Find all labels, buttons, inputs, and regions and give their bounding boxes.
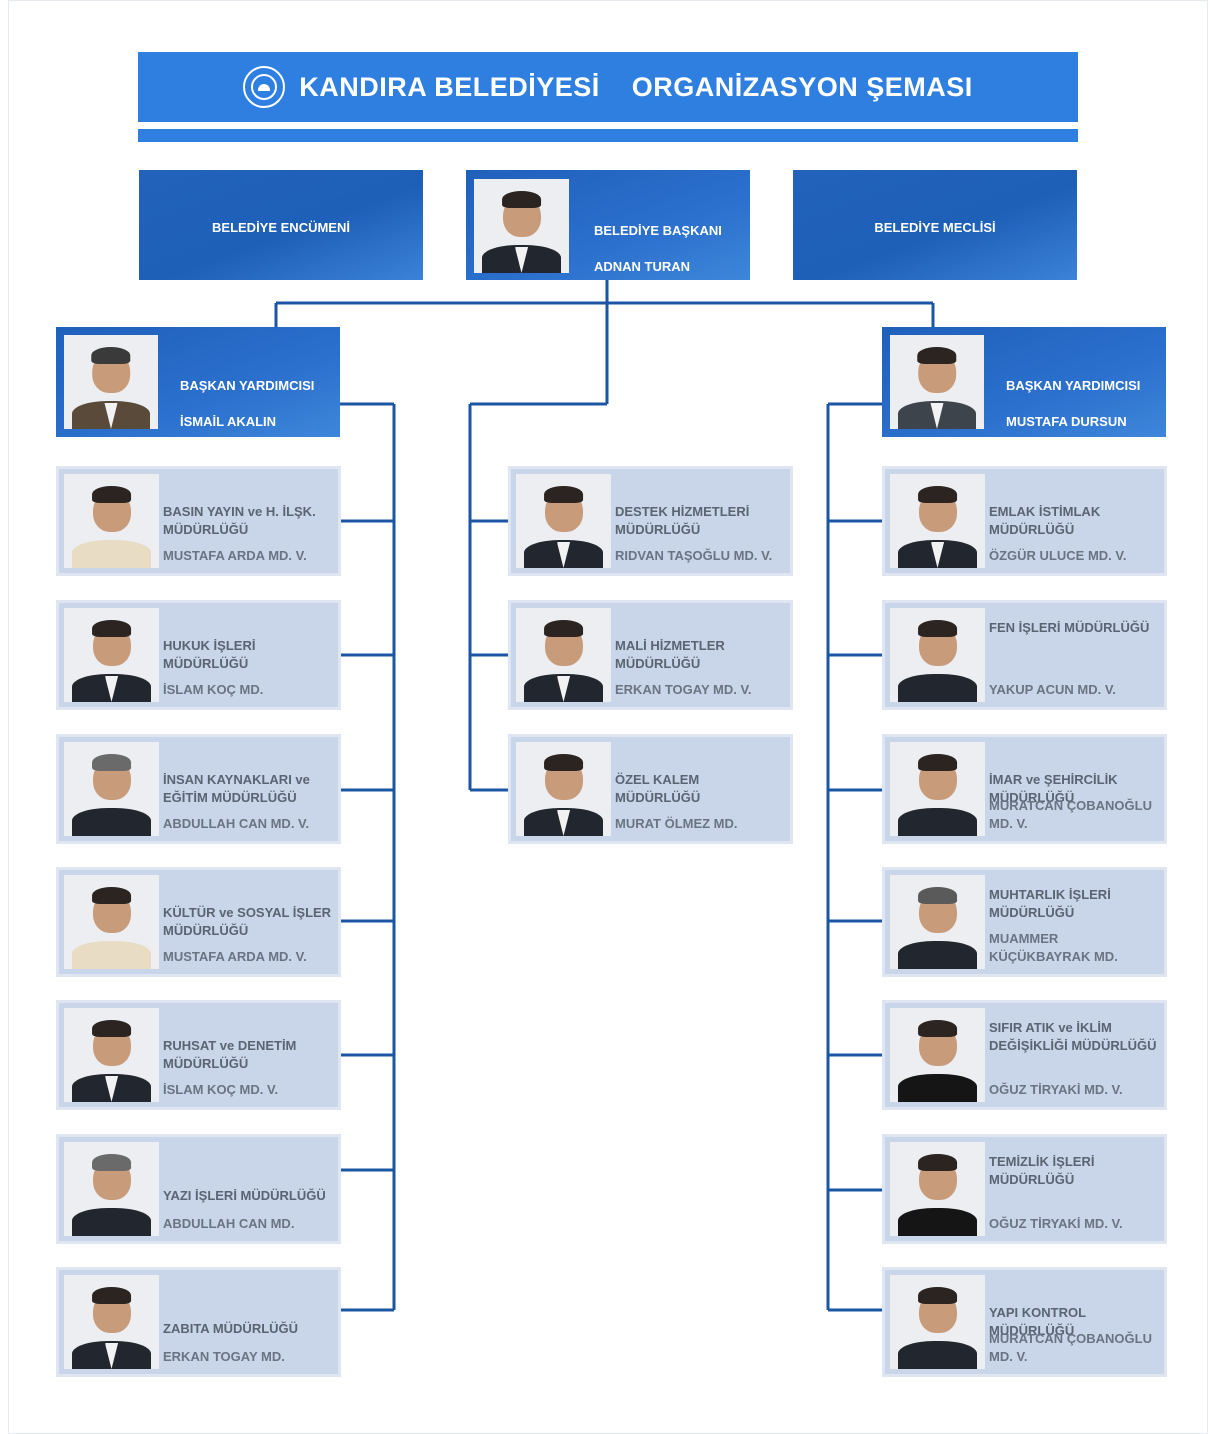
meclis-box: BELEDİYE MECLİSİ: [793, 170, 1077, 280]
manager-photo: [64, 474, 159, 568]
unit-name: SIFIR ATIK ve İKLİM DEĞİŞİKLİĞİ MÜDÜRLÜĞ…: [989, 1020, 1157, 1053]
unit-manager: RIDVAN TAŞOĞLU MD. V.: [615, 548, 773, 563]
manager-photo: [64, 742, 159, 836]
manager-photo: [516, 474, 611, 568]
header-underline: [138, 129, 1078, 142]
unit-name: MALİ HİZMETLER MÜDÜRLÜĞÜ: [615, 638, 725, 671]
unit-card-basin-yayin: BASIN YAYIN ve H. İLŞK. MÜDÜRLÜĞÜ MUSTAF…: [56, 466, 341, 576]
encumen-box: BELEDİYE ENCÜMENİ: [139, 170, 423, 280]
unit-manager: YAKUP ACUN MD. V.: [989, 682, 1116, 697]
unit-manager: ÖZGÜR ULUCE MD. V.: [989, 548, 1127, 563]
unit-card-ozel-kalem: ÖZEL KALEM MÜDÜRLÜĞÜ MURAT ÖLMEZ MD.: [508, 734, 793, 844]
unit-card-mali-hizmetler: MALİ HİZMETLER MÜDÜRLÜĞÜ ERKAN TOGAY MD.…: [508, 600, 793, 710]
unit-name: ZABITA MÜDÜRLÜĞÜ: [163, 1321, 299, 1336]
unit-name: KÜLTÜR ve SOSYAL İŞLER MÜDÜRLÜĞÜ: [163, 905, 332, 938]
manager-photo: [890, 1275, 985, 1369]
manager-photo: [890, 875, 985, 969]
unit-card-insan-kaynaklari: İNSAN KAYNAKLARI ve EĞİTİM MÜDÜRLÜĞÜ ABD…: [56, 734, 341, 844]
mayor-name: ADNAN TURAN: [594, 259, 691, 274]
unit-card-ruhsat-denetim: RUHSAT ve DENETİM MÜDÜRLÜĞÜ İSLAM KOÇ MD…: [56, 1000, 341, 1110]
unit-manager: MURATCAN ÇOBANOĞLU MD. V.: [989, 1331, 1152, 1364]
deputy-right-box: BAŞKAN YARDIMCISI MUSTAFA DURSUN: [882, 327, 1166, 437]
mayor-box: BELEDİYE BAŞKANI ADNAN TURAN: [466, 170, 750, 280]
unit-card-destek-hizmetleri: DESTEK HİZMETLERİ MÜDÜRLÜĞÜ RIDVAN TAŞOĞ…: [508, 466, 793, 576]
unit-manager: ERKAN TOGAY MD. V.: [615, 682, 752, 697]
unit-name: RUHSAT ve DENETİM MÜDÜRLÜĞÜ: [163, 1038, 297, 1071]
unit-card-muhtarlik-isleri: MUHTARLIK İŞLERİ MÜDÜRLÜĞÜ MUAMMER KÜÇÜK…: [882, 867, 1167, 977]
header-title-right: ORGANİZASYON ŞEMASI: [631, 71, 973, 102]
mayor-title: BELEDİYE BAŞKANI: [594, 223, 722, 238]
unit-manager: MUSTAFA ARDA MD. V.: [163, 548, 307, 563]
unit-name: BASIN YAYIN ve H. İLŞK. MÜDÜRLÜĞÜ: [163, 504, 316, 537]
unit-manager: MURATCAN ÇOBANOĞLU MD. V.: [989, 798, 1152, 831]
manager-photo: [890, 1142, 985, 1236]
unit-name: ÖZEL KALEM MÜDÜRLÜĞÜ: [615, 772, 701, 805]
manager-photo: [890, 742, 985, 836]
unit-card-fen-isleri: FEN İŞLERİ MÜDÜRLÜĞÜ YAKUP ACUN MD. V.: [882, 600, 1167, 710]
unit-manager: İSLAM KOÇ MD.: [163, 682, 264, 697]
unit-name: MUHTARLIK İŞLERİ MÜDÜRLÜĞÜ: [989, 887, 1111, 920]
mayor-photo: [474, 179, 569, 273]
unit-manager: İSLAM KOÇ MD. V.: [163, 1082, 279, 1097]
deputy-left-box: BAŞKAN YARDIMCISI İSMAİL AKALIN: [56, 327, 340, 437]
manager-photo: [516, 742, 611, 836]
deputy-right-photo: [890, 335, 984, 429]
unit-name: YAZI İŞLERİ MÜDÜRLÜĞÜ: [163, 1188, 326, 1203]
manager-photo: [64, 608, 159, 702]
unit-card-kultur-sosyal: KÜLTÜR ve SOSYAL İŞLER MÜDÜRLÜĞÜ MUSTAFA…: [56, 867, 341, 977]
unit-card-yapi-kontrol: YAPI KONTROL MÜDÜRLÜĞÜ MURATCAN ÇOBANOĞL…: [882, 1267, 1167, 1377]
chart-header: KANDIRA BELEDİYESİ ORGANİZASYON ŞEMASI: [138, 52, 1078, 122]
manager-photo: [64, 1142, 159, 1236]
meclis-label: BELEDİYE MECLİSİ: [874, 220, 996, 235]
deputy-right-title: BAŞKAN YARDIMCISI: [1006, 378, 1141, 393]
manager-photo: [890, 474, 985, 568]
unit-name: İMAR ve ŞEHİRCİLİK MÜDÜRLÜĞÜ: [989, 772, 1118, 805]
unit-card-temizlik-isleri: TEMİZLİK İŞLERİ MÜDÜRLÜĞÜ OĞUZ TİRYAKİ M…: [882, 1134, 1167, 1244]
unit-card-emlak-istimlak: EMLAK İSTİMLAK MÜDÜRLÜĞÜ ÖZGÜR ULUCE MD.…: [882, 466, 1167, 576]
unit-name: HUKUK İŞLERİ MÜDÜRLÜĞÜ: [163, 638, 256, 671]
unit-manager: MUSTAFA ARDA MD. V.: [163, 949, 307, 964]
unit-card-imar-sehircilik: İMAR ve ŞEHİRCİLİK MÜDÜRLÜĞÜ MURATCAN ÇO…: [882, 734, 1167, 844]
unit-name: İNSAN KAYNAKLARI ve EĞİTİM MÜDÜRLÜĞÜ: [163, 772, 310, 805]
manager-photo: [516, 608, 611, 702]
deputy-left-name: İSMAİL AKALIN: [180, 414, 277, 429]
deputy-right-name: MUSTAFA DURSUN: [1006, 414, 1127, 429]
unit-name: TEMİZLİK İŞLERİ MÜDÜRLÜĞÜ: [989, 1154, 1095, 1187]
encumen-label: BELEDİYE ENCÜMENİ: [212, 220, 350, 235]
deputy-left-photo: [64, 335, 158, 429]
unit-manager: ABDULLAH CAN MD. V.: [163, 816, 310, 831]
unit-card-sifir-atik: SIFIR ATIK ve İKLİM DEĞİŞİKLİĞİ MÜDÜRLÜĞ…: [882, 1000, 1167, 1110]
unit-manager: OĞUZ TİRYAKİ MD. V.: [989, 1216, 1123, 1231]
manager-photo: [64, 1275, 159, 1369]
unit-card-hukuk: HUKUK İŞLERİ MÜDÜRLÜĞÜ İSLAM KOÇ MD.: [56, 600, 341, 710]
manager-photo: [64, 875, 159, 969]
municipality-seal-icon: [243, 66, 286, 108]
unit-name: YAPI KONTROL MÜDÜRLÜĞÜ: [989, 1305, 1086, 1338]
deputy-left-title: BAŞKAN YARDIMCISI: [180, 378, 315, 393]
unit-card-yazi-isleri: YAZI İŞLERİ MÜDÜRLÜĞÜ ABDULLAH CAN MD.: [56, 1134, 341, 1244]
unit-manager: OĞUZ TİRYAKİ MD. V.: [989, 1082, 1123, 1097]
unit-manager: MUAMMER KÜÇÜKBAYRAK MD.: [989, 931, 1118, 964]
unit-manager: MURAT ÖLMEZ MD.: [615, 816, 738, 831]
manager-photo: [890, 1008, 985, 1102]
unit-card-zabita: ZABITA MÜDÜRLÜĞÜ ERKAN TOGAY MD.: [56, 1267, 341, 1377]
unit-name: EMLAK İSTİMLAK MÜDÜRLÜĞÜ: [989, 504, 1101, 537]
unit-manager: ABDULLAH CAN MD.: [163, 1216, 295, 1231]
header-title-left: KANDIRA BELEDİYESİ: [299, 71, 600, 102]
unit-name: DESTEK HİZMETLERİ MÜDÜRLÜĞÜ: [615, 504, 750, 537]
unit-manager: ERKAN TOGAY MD.: [163, 1349, 285, 1364]
manager-photo: [64, 1008, 159, 1102]
manager-photo: [890, 608, 985, 702]
unit-name: FEN İŞLERİ MÜDÜRLÜĞÜ: [989, 620, 1150, 635]
